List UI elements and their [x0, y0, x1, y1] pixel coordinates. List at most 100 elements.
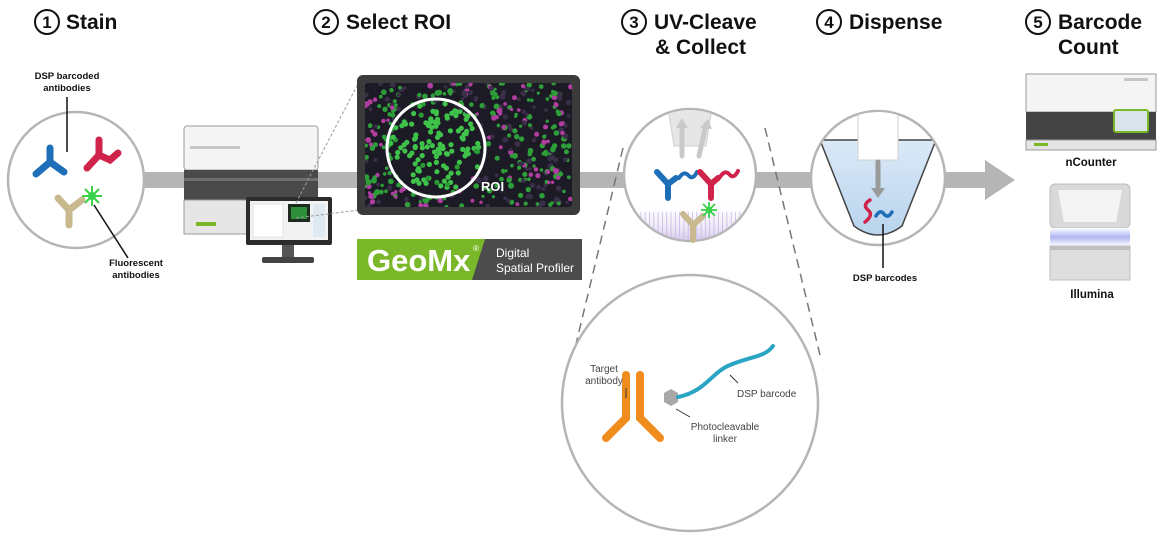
tissue-cell: [545, 97, 550, 101]
tissue-cell: [529, 182, 536, 189]
step-5-title-line1: Barcode: [1058, 11, 1142, 34]
dsp-antibody-blue-icon: [32, 144, 68, 178]
tissue-cell: [485, 203, 490, 207]
barcode-blue-icon: [874, 210, 894, 218]
tissue-cell: [465, 151, 471, 157]
tissue-cell: [384, 96, 390, 102]
tissue-cell: [488, 85, 495, 91]
illumina-label: Illumina: [1070, 289, 1114, 301]
tissue-cell: [501, 169, 506, 174]
tissue-cell: [373, 124, 378, 129]
uv-barcode-red-icon: [718, 169, 740, 179]
tissue-cell: [422, 93, 428, 100]
fluorescent-antibodies-label-line2: antibodies: [112, 270, 160, 281]
geomx-registered-mark: ®: [473, 244, 479, 253]
tissue-cell: [553, 130, 560, 136]
dsp-barcodes-label: DSP barcodes: [853, 273, 917, 284]
tissue-cell: [398, 145, 404, 151]
linker-label-line1: Photocleavable: [691, 422, 760, 433]
tissue-cell: [562, 189, 566, 194]
tissue-cell: [468, 90, 473, 96]
tissue-cell: [512, 95, 517, 101]
tissue-cell: [469, 125, 475, 132]
tissue-cell: [444, 151, 451, 157]
tissue-cell: [525, 112, 529, 117]
tissue-cell: [541, 186, 546, 192]
tissue-cell: [370, 129, 375, 134]
tissue-cell: [394, 103, 398, 107]
tissue-cell: [535, 202, 540, 206]
tissue-cell: [444, 113, 450, 119]
tissue-cell: [365, 159, 369, 164]
tissue-cell: [443, 85, 448, 89]
tissue-cell: [522, 171, 528, 177]
tissue-cell: [369, 199, 376, 205]
tissue-cell: [438, 183, 444, 189]
tissue-cell: [566, 175, 571, 180]
tissue-cell: [510, 163, 514, 168]
dsp-barcode-strand-icon: [676, 344, 775, 399]
tissue-cell: [399, 188, 404, 193]
target-antibody-label-line2: antibody: [585, 376, 623, 387]
tissue-cell: [524, 167, 529, 171]
tissue-cell: [417, 103, 423, 109]
tissue-cell: [473, 97, 478, 102]
fluor-label-leader: [93, 204, 129, 259]
tissue-cell: [553, 196, 560, 203]
tissue-cell: [552, 90, 558, 97]
tissue-cell: [389, 88, 394, 93]
tissue-cell: [454, 164, 460, 170]
tissue-cell: [419, 145, 425, 151]
tissue-cell: [394, 195, 398, 199]
tissue-cell: [503, 102, 507, 106]
tissue-cell: [544, 108, 548, 112]
tissue-cell: [511, 152, 518, 159]
tissue-cell: [509, 154, 514, 158]
tissue-cell: [387, 185, 393, 191]
tissue-cell: [404, 201, 411, 207]
tissue-cell: [372, 97, 378, 102]
ncounter-label: nCounter: [1065, 157, 1117, 169]
tissue-cell: [415, 167, 421, 173]
tissue-cell: [381, 118, 386, 124]
tissue-cell: [409, 150, 415, 156]
linker-leader: [675, 408, 691, 418]
tissue-cell: [541, 139, 547, 145]
tissue-cell: [520, 90, 527, 97]
dispense-panel: DSP barcodes: [809, 109, 947, 284]
tissue-cell: [430, 93, 436, 98]
tissue-cell: [514, 134, 520, 140]
tissue-cell: [422, 198, 427, 203]
tissue-cell: [547, 164, 551, 168]
tissue-cell: [402, 148, 408, 154]
tissue-cell: [410, 172, 416, 178]
tissue-cell: [459, 203, 465, 207]
tissue-cell: [512, 128, 518, 134]
tissue-cell: [550, 125, 556, 130]
tissue-cell: [556, 93, 562, 99]
tissue-cell: [508, 149, 514, 155]
tissue-cell: [365, 154, 369, 160]
tissue-cell: [381, 134, 387, 140]
tissue-cell: [468, 121, 474, 127]
tissue-cell: [499, 176, 504, 182]
step-5-number: 5: [1033, 13, 1042, 32]
tissue-cell: [447, 128, 453, 134]
tissue-cell: [530, 98, 534, 103]
tissue-cell: [551, 143, 558, 149]
tissue-cell: [508, 182, 514, 189]
tissue-cell: [453, 184, 459, 190]
tissue-cell: [384, 166, 389, 170]
tissue-cell: [368, 107, 373, 112]
tissue-cell: [490, 134, 495, 139]
step-3-header: 3 UV-Cleave & Collect: [621, 9, 757, 59]
uv-antibody-blue-icon: [654, 169, 679, 201]
tissue-cell: [545, 169, 551, 174]
uv-antibody-red-icon: [697, 169, 721, 201]
tissue-cell: [442, 101, 448, 107]
tissue-cell: [517, 108, 521, 112]
tissue-cell: [437, 150, 443, 156]
uv-antibody-tan-icon: [680, 211, 706, 243]
step-3-title-line1: UV-Cleave: [654, 11, 757, 34]
tissue-cell: [481, 194, 485, 198]
